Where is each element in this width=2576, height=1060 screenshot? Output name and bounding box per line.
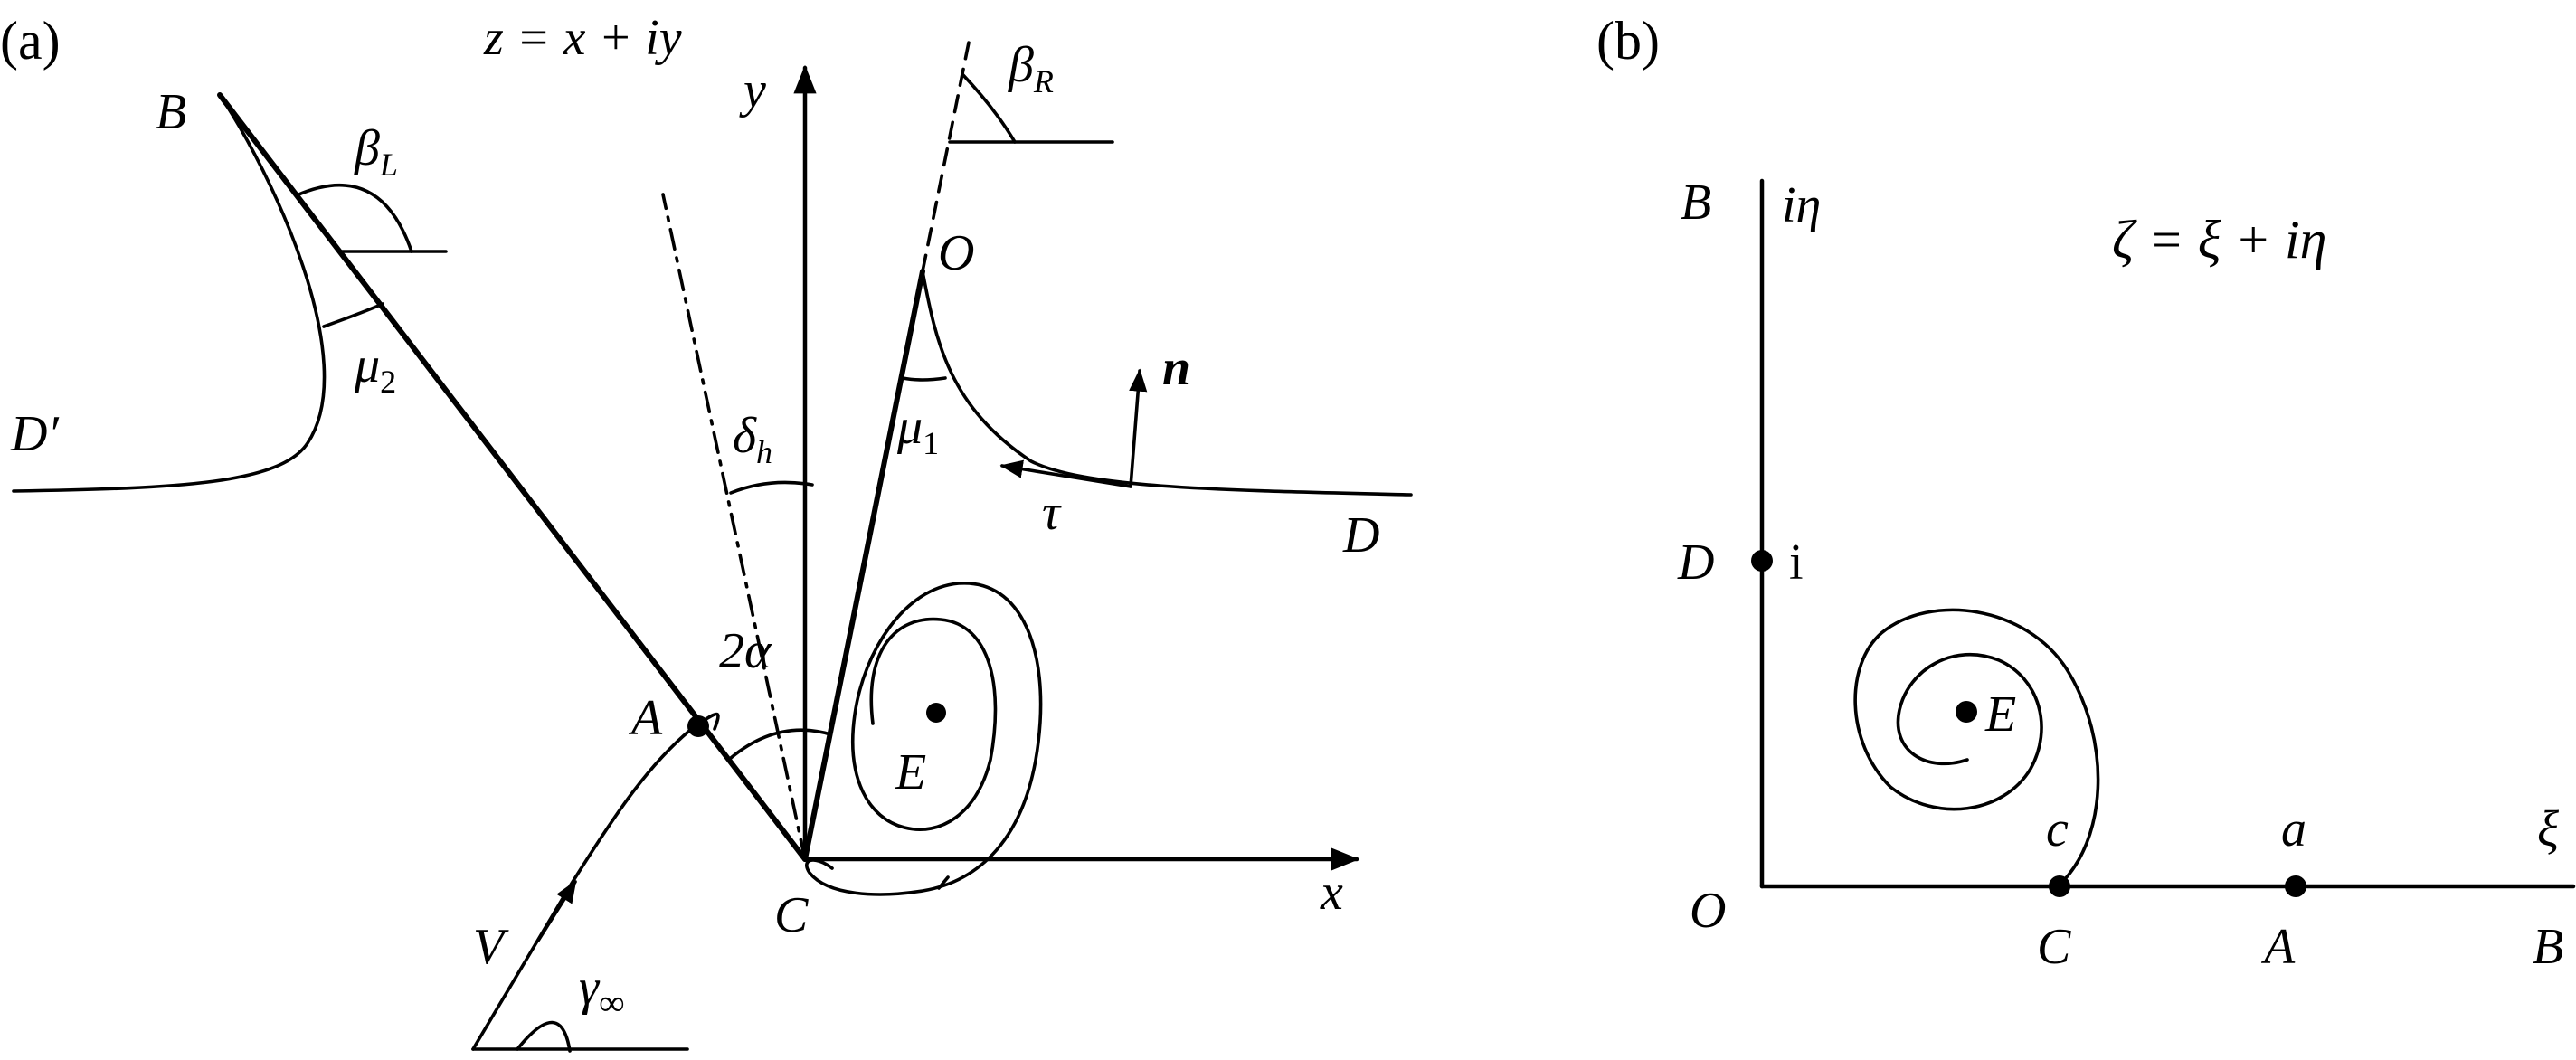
panel-b: (b) ζ = ξ + iη iη ξ B D i E O C A B c a xyxy=(1596,11,2576,975)
z-plane-equation: z = x + iy xyxy=(483,10,682,66)
point-b-top-label: B xyxy=(1681,175,1711,231)
dash-dot-centerline xyxy=(661,193,807,861)
tangent-vector-label: τ xyxy=(1042,485,1062,541)
right-wall-co xyxy=(802,269,925,862)
point-e-label-b: E xyxy=(1984,686,2016,743)
mu-1-arc xyxy=(901,376,947,382)
beta-r-label: βR xyxy=(1008,37,1054,99)
right-wall-extension xyxy=(921,36,971,273)
point-o-label-b: O xyxy=(1690,883,1726,939)
point-c-lower-label: c xyxy=(2046,801,2069,857)
point-o-label: O xyxy=(938,225,974,281)
point-b-right-label: B xyxy=(2533,919,2563,975)
panel-a: (a) z = x + iy y x xyxy=(0,10,1413,1053)
point-e-dot-b xyxy=(1956,701,1977,723)
point-c-dot-b xyxy=(2049,875,2070,897)
velocity-arrow xyxy=(536,879,577,942)
point-c-label: C xyxy=(774,887,809,943)
left-wall-bc xyxy=(217,92,808,862)
beta-l-label: βL xyxy=(354,120,398,183)
point-a-lower-label: a xyxy=(2281,801,2306,857)
vortex-spiral xyxy=(805,582,1043,896)
beta-r-arc xyxy=(961,72,1017,144)
normal-vector-label: n xyxy=(1162,340,1190,396)
panel-a-label: (a) xyxy=(0,11,61,71)
point-i-label: i xyxy=(1789,535,1804,591)
mu-1-label: μ1 xyxy=(896,399,939,461)
eta-axis-label: iη xyxy=(1782,177,1821,233)
point-a-dot-b xyxy=(2285,875,2306,897)
point-e-label-a: E xyxy=(895,744,926,800)
free-streamline-right xyxy=(921,270,1413,497)
delta-h-label: δh xyxy=(733,408,772,470)
incoming-streamline xyxy=(471,722,700,1051)
xi-axis-label: ξ xyxy=(2537,801,2559,857)
panel-b-label: (b) xyxy=(1596,11,1660,71)
point-d-prime-label: D′ xyxy=(10,406,59,462)
free-streamline-left xyxy=(12,93,327,493)
point-d-dot-b xyxy=(1751,550,1773,572)
two-alpha-label: 2α xyxy=(719,623,772,679)
gamma-infinity-label: γ∞ xyxy=(579,960,625,1023)
delta-h-arc xyxy=(729,480,814,495)
mu-2-arc xyxy=(322,302,384,328)
point-e-a xyxy=(926,703,946,723)
point-d-label: D xyxy=(1342,507,1379,563)
tangent-vector xyxy=(999,459,1132,488)
point-d-label-b: D xyxy=(1677,535,1714,591)
point-a-label: A xyxy=(628,690,663,746)
normal-vector xyxy=(1129,368,1148,488)
two-alpha-arc xyxy=(729,728,832,760)
x-axis-label: x xyxy=(1320,865,1343,921)
point-a-dot xyxy=(687,715,709,737)
point-v-label: V xyxy=(473,919,509,975)
point-a-label-b: A xyxy=(2260,919,2296,975)
mu-2-label: μ2 xyxy=(354,337,396,400)
zeta-plane-equation: ζ = ξ + iη xyxy=(2112,210,2326,270)
vortex-tick xyxy=(937,875,950,890)
beta-l-arc xyxy=(295,183,413,253)
y-axis-label: y xyxy=(739,62,766,118)
zeta-spiral xyxy=(1853,608,2100,888)
gamma-arc xyxy=(516,1020,572,1053)
point-b-label: B xyxy=(156,84,186,140)
point-c-label-b: C xyxy=(2037,919,2071,975)
